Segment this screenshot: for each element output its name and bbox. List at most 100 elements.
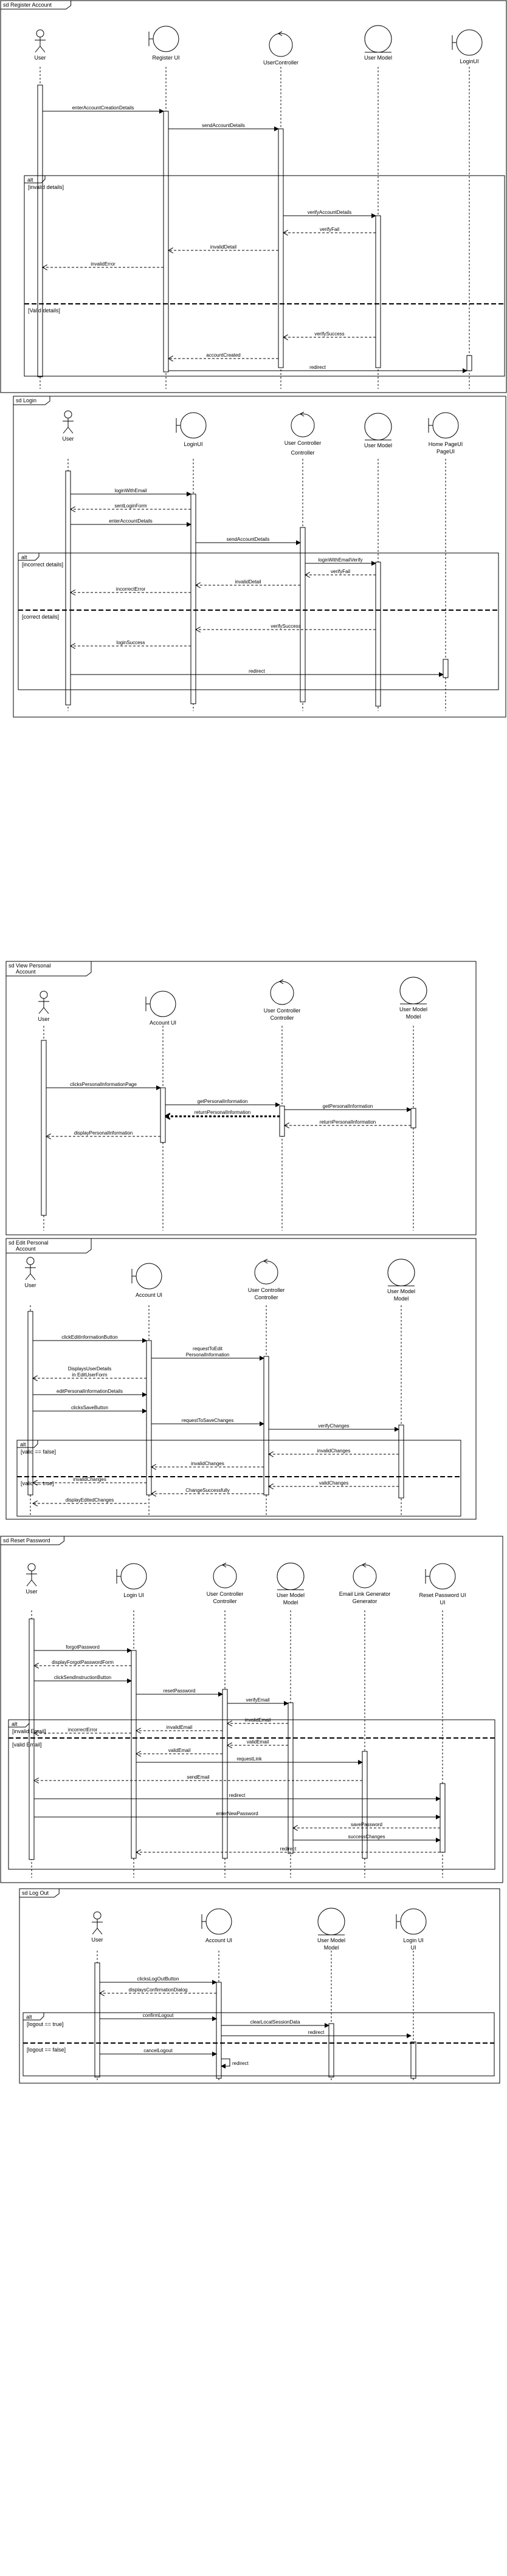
reset-alt-tab [9, 1720, 30, 1728]
edit-user-label: User [24, 1282, 36, 1288]
reset-model-label-2: Model [283, 1599, 298, 1606]
login-homepage-activation [443, 659, 449, 678]
logout-user-label: User [91, 1937, 103, 1943]
register-ui-activation [163, 111, 169, 373]
login-alt-guard-1: [incorrect details] [22, 562, 63, 568]
edit-user-model-label: User Model [387, 1288, 415, 1294]
register-msg-4-label: invalidDetail [210, 244, 236, 250]
login-controller-label: User Controller [285, 440, 322, 446]
reset-frame [0, 1536, 503, 1883]
register-frame [0, 0, 507, 393]
view-msg-1-label: getPersonalInformation [198, 1099, 248, 1104]
logout-msg-0-label: clicksLogOutButton [137, 1976, 179, 1982]
view-controller-label: User Controller [264, 1008, 301, 1014]
login-msg-6-label: invalidDetail [235, 579, 261, 585]
login-user-head [64, 410, 72, 419]
reset-alt-operator: alt [12, 1721, 18, 1727]
view-user-leg-l [38, 1007, 44, 1014]
reset-login-ui-label: Login UI [123, 1592, 144, 1598]
register-controller-arrow [278, 31, 283, 36]
reset-alt [8, 1719, 495, 1870]
edit-user-leg-l [25, 1273, 31, 1280]
login-ui-circle [180, 412, 207, 439]
reset-msg-6-label: invalidEmail [167, 1725, 193, 1730]
login-user-model-label: User Model [364, 442, 392, 448]
reset-email-generator-label: Email Link Generator [339, 1591, 391, 1597]
edit-alt-tab [17, 1440, 38, 1448]
login-alt-operator: alt [21, 554, 27, 560]
edit-user-head [26, 1257, 35, 1265]
register-msg-0-label: enterAccountCreationDetails [72, 105, 134, 111]
register-msg-5-label: invalidError [91, 261, 116, 267]
reset-controller-arrow [222, 1562, 227, 1568]
login-ui-activation [190, 493, 196, 704]
edit-msg-5-label: requestToSaveChanges [182, 1418, 233, 1423]
edit-alt-operator: alt [20, 1441, 26, 1448]
view-frame-title: sd View Personal [9, 963, 50, 969]
reset-msg-14-label: savePassword [351, 1822, 382, 1827]
edit-account-ui-circle [136, 1263, 162, 1290]
register-ui-label: Register UI [152, 55, 179, 61]
logout-msg-6-label: redirect [232, 2061, 249, 2066]
view-user-label: User [38, 1016, 49, 1022]
register-user-model-label: User Model [364, 55, 392, 61]
login-alt [18, 552, 499, 690]
reset-msg-3-label: resetPassword [164, 1688, 196, 1694]
edit-user-leg-r [30, 1273, 36, 1280]
reset-msg-11-label: sendEmail [187, 1774, 210, 1780]
view-model-activation [410, 1108, 416, 1128]
edit-ui-activation [146, 1340, 152, 1496]
login-controller-circle [291, 413, 315, 438]
login-msg-2-label: enterAccountDetails [109, 518, 153, 524]
register-user-leg-r [40, 46, 46, 53]
view-user-head [40, 991, 48, 999]
login-msg-1-label: sentLoginForm [114, 503, 147, 509]
edit-msg-9-label: invalidChanges [73, 1477, 106, 1482]
login-homepage-label-2: PageUI [436, 448, 455, 455]
logout-user-activation [94, 1962, 100, 2078]
logout-account-ui-label: Account UI [205, 1937, 232, 1943]
logout-msg-4-label: redirect [308, 2030, 325, 2035]
edit-alt-guard-1: [valid == false] [21, 1449, 56, 1455]
reset-alt-guard-1: [invalid Email] [12, 1728, 46, 1734]
register-msg-6-label: verifySuccess [314, 331, 344, 337]
reset-controller-circle [213, 1564, 237, 1589]
register-msg-3-label: verifyFail [320, 227, 339, 232]
reset-msg-10-label: requestLink [236, 1756, 262, 1762]
reset-user-model-label: User Model [277, 1592, 305, 1598]
reset-msg-8-label: validEmail [247, 1739, 269, 1745]
register-alt-guard-2: [Valid details] [28, 307, 60, 314]
login-model-activation [375, 562, 381, 707]
reset-controller-activation [222, 1689, 228, 1859]
reset-loginui-activation [131, 1650, 137, 1859]
edit-controller-activation [263, 1356, 269, 1496]
logout-msg-5-label: cancelLogout [143, 2048, 173, 2053]
login-homepage-ui-circle [432, 412, 459, 439]
register-msg-7-label: accountCreated [206, 352, 240, 358]
logout-ui-activation [216, 1982, 222, 2079]
reset-login-ui-circle [120, 1563, 147, 1590]
edit-controller-arrow [263, 1259, 268, 1264]
logout-msg-2-label: confirmLogout [143, 2013, 174, 2018]
logout-loginui-label-2: UI [411, 1945, 416, 1951]
register-user-label: User [34, 55, 46, 61]
login-user-leg-r [67, 427, 74, 434]
logout-alt-tab [23, 2013, 44, 2021]
edit-controller-label: User Controller [248, 1287, 285, 1293]
logout-alt [22, 2012, 495, 2076]
edit-user-model-circle [387, 1259, 415, 1286]
reset-msg-16-label: redirect [280, 1846, 297, 1852]
reset-email-generator-circle [353, 1564, 377, 1589]
reset-frame-title: sd Reset Password [3, 1537, 50, 1544]
register-loginui-activation [466, 355, 472, 371]
logout-user-head [93, 1911, 102, 1920]
edit-frame-title: sd Edit Personal [9, 1240, 49, 1246]
view-user-model-circle [399, 977, 427, 1005]
edit-controller-circle [254, 1260, 278, 1285]
view-msg-4-label: returnPersonalInformation [195, 1110, 251, 1115]
logout-alt-guard-2: [logout == false] [27, 2047, 66, 2053]
logout-loginui-activation [410, 2041, 416, 2079]
register-controller-label: UserController [263, 60, 298, 66]
login-msg-7-label: incorrectError [116, 586, 146, 592]
view-frame-tab [6, 961, 92, 977]
